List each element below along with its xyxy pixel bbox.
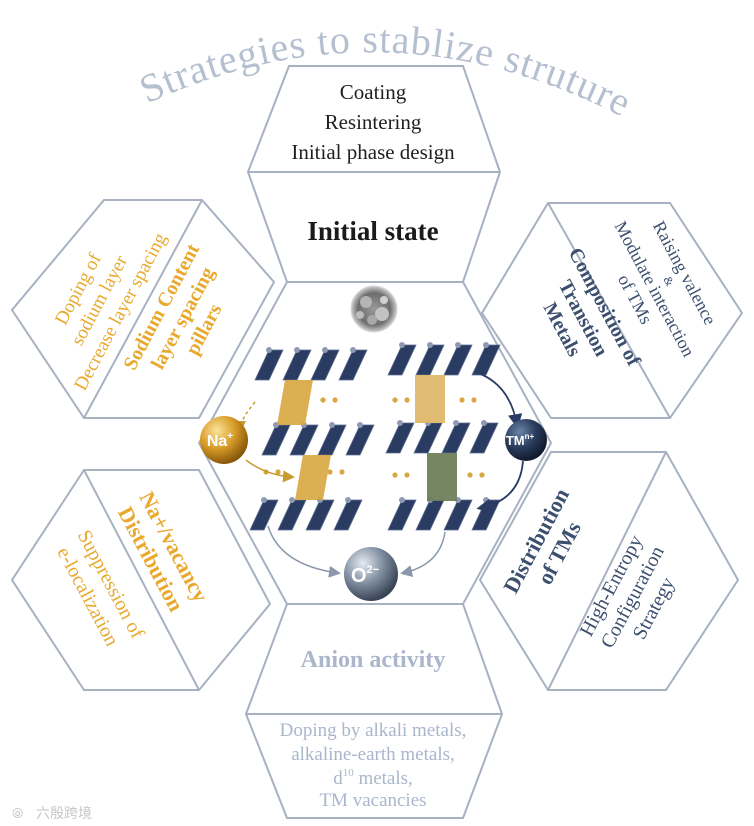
sodium-dot bbox=[320, 397, 326, 403]
oxygen-atom bbox=[357, 422, 363, 428]
top-item: Initial phase design bbox=[291, 140, 455, 164]
top-item: Resintering bbox=[325, 110, 422, 134]
octahedron bbox=[469, 422, 499, 454]
sodium-dot bbox=[404, 397, 410, 403]
oxygen-atom bbox=[329, 422, 335, 428]
na-pillar bbox=[277, 380, 313, 425]
tm-ion: TMn+ bbox=[505, 419, 547, 461]
sodium-dot bbox=[471, 397, 477, 403]
octahedron bbox=[254, 349, 284, 381]
sodium-dot bbox=[404, 472, 410, 478]
octahedron bbox=[305, 499, 335, 531]
oxygen-atom bbox=[322, 347, 328, 353]
bottom-items: Doping by alkali metals, alkaline-earth … bbox=[280, 720, 467, 811]
octahedron bbox=[443, 499, 473, 531]
sodium-dot bbox=[392, 472, 398, 478]
watermark-logo-icon: ⦾ bbox=[12, 805, 23, 821]
na-pillar bbox=[295, 455, 331, 500]
top-hexagon bbox=[246, 65, 502, 283]
oxygen-atom bbox=[397, 420, 403, 426]
octahedron bbox=[249, 499, 279, 531]
oxygen-atom bbox=[399, 342, 405, 348]
sodium-dot bbox=[332, 397, 338, 403]
sodium-dot bbox=[327, 469, 333, 475]
oxygen-atom bbox=[266, 347, 272, 353]
o-arrow bbox=[267, 525, 341, 578]
sodium-dot bbox=[275, 469, 281, 475]
octahedron bbox=[338, 349, 368, 381]
sodium-dot bbox=[479, 472, 485, 478]
oxygen-atom bbox=[399, 497, 405, 503]
bottom-item: TM vacancies bbox=[319, 790, 426, 811]
oxygen-atom bbox=[483, 497, 489, 503]
upper-left-hexagon bbox=[10, 199, 276, 419]
na-ion: Na+ bbox=[200, 416, 248, 464]
top-heading: Initial state bbox=[307, 216, 438, 246]
lower-left-hexagon bbox=[10, 469, 272, 691]
sodium-dot bbox=[392, 397, 398, 403]
octahedron bbox=[333, 499, 363, 531]
oxygen-atom bbox=[483, 342, 489, 348]
octahedron bbox=[289, 424, 319, 456]
oxygen-atom bbox=[350, 347, 356, 353]
sodium-dot bbox=[467, 472, 473, 478]
tm-arrow bbox=[477, 372, 523, 429]
pillars bbox=[277, 375, 457, 501]
o-ion: O2− bbox=[344, 547, 398, 601]
sodium-dot bbox=[459, 397, 465, 403]
bottom-item: Doping by alkali metals, bbox=[280, 720, 467, 741]
top-items: Coating Resintering Initial phase design bbox=[291, 80, 455, 164]
green-pillar bbox=[427, 453, 457, 501]
watermark: ⦾ 六殷跨境 bbox=[12, 805, 92, 821]
bottom-hexagon bbox=[244, 603, 504, 819]
watermark-text: 六殷跨境 bbox=[36, 805, 92, 821]
arrows bbox=[234, 372, 524, 578]
bottom-item: d10 metals, bbox=[333, 767, 413, 789]
oxygen-atom bbox=[294, 347, 300, 353]
top-item: Coating bbox=[340, 80, 407, 104]
octahedron bbox=[310, 349, 340, 381]
oxygen-atom bbox=[427, 342, 433, 348]
octahedron bbox=[443, 344, 473, 376]
crystal-structures bbox=[249, 342, 501, 531]
svg-text:TMn+: TMn+ bbox=[506, 432, 535, 448]
oxygen-atom bbox=[345, 497, 351, 503]
bottom-heading: Anion activity bbox=[301, 647, 446, 673]
octahedron bbox=[345, 424, 375, 456]
oxygen-atom bbox=[261, 497, 267, 503]
upper-right-hexagon bbox=[480, 202, 744, 419]
bottom-item: alkaline-earth metals, bbox=[291, 744, 455, 765]
oxygen-atom bbox=[455, 342, 461, 348]
octahedron bbox=[387, 344, 417, 376]
svg-text:Na+: Na+ bbox=[207, 431, 233, 450]
na-arrow bbox=[245, 459, 295, 483]
o-arrow bbox=[400, 531, 446, 577]
powder-image bbox=[350, 285, 398, 333]
octahedron bbox=[385, 422, 415, 454]
tm-arrow bbox=[476, 460, 524, 513]
gold-pillar bbox=[415, 375, 445, 423]
lower-right-hexagon bbox=[478, 451, 740, 691]
oxygen-atom bbox=[481, 420, 487, 426]
oxygen-atom bbox=[453, 420, 459, 426]
octahedron bbox=[387, 499, 417, 531]
svg-text:O2−: O2− bbox=[351, 564, 379, 587]
oxygen-atom bbox=[289, 497, 295, 503]
sodium-dot bbox=[339, 469, 345, 475]
